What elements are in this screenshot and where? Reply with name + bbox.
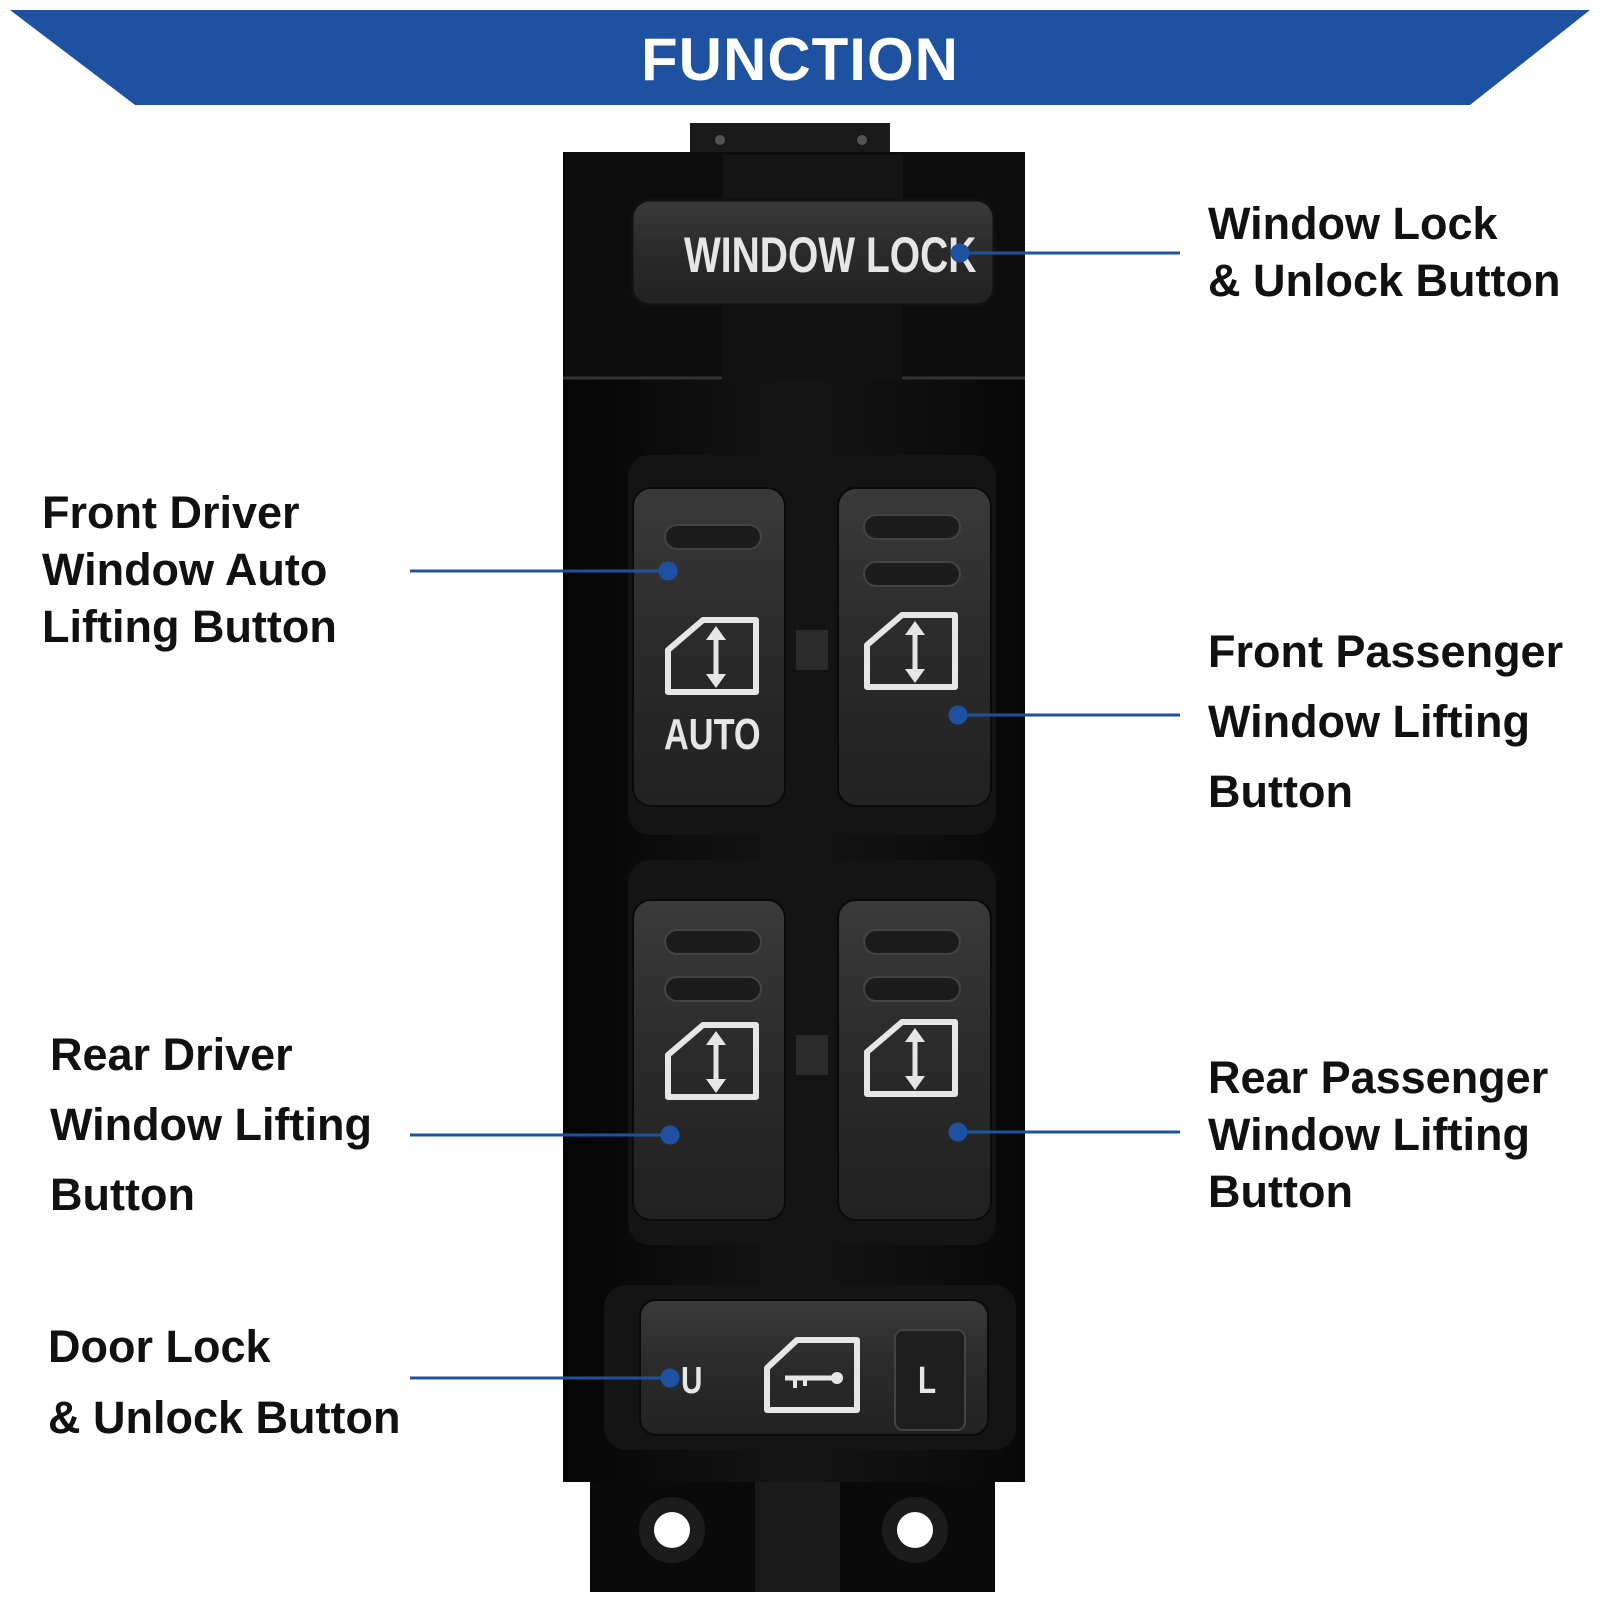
callout-line: & Unlock Button <box>48 1392 401 1443</box>
leader-dot <box>950 243 970 263</box>
window-up-down-icon <box>665 617 759 695</box>
banner-shape <box>10 10 1590 105</box>
mount-hole-right <box>897 1512 933 1548</box>
callout-line: Front Passenger <box>1208 626 1564 677</box>
callout-line: Button <box>1208 766 1353 817</box>
rear-passenger-grip-ridge <box>863 929 961 955</box>
callout-front-passenger: Front Passenger Window Lifting Button <box>1208 617 1563 827</box>
leader-dot <box>948 705 968 725</box>
page-title: FUNCTION <box>641 26 959 93</box>
callout-line: Button <box>50 1169 195 1220</box>
door-unlock-imprint: U <box>681 1360 703 1402</box>
rocker-separator <box>796 630 828 670</box>
callout-line: Lifting Button <box>42 601 337 652</box>
callout-line: Door Lock <box>48 1321 271 1372</box>
rear-driver-grip-ridge <box>664 929 762 955</box>
leader-dot <box>948 1122 968 1142</box>
lock-button-stem <box>722 305 902 380</box>
callout-door-lock: Door Lock & Unlock Button <box>48 1311 400 1453</box>
leader-dot <box>658 561 678 581</box>
rear-driver-grip-ridge <box>664 976 762 1002</box>
auto-imprint: AUTO <box>664 710 761 759</box>
window-up-down-icon <box>864 1019 958 1097</box>
callout-line: Window Lifting <box>50 1099 372 1150</box>
callout-front-driver: Front Driver Window Auto Lifting Button <box>42 484 337 655</box>
rear-passenger-grip-ridge <box>863 976 961 1002</box>
callout-line: Window Auto <box>42 544 328 595</box>
front-passenger-grip-ridge <box>863 561 961 587</box>
callout-rear-passenger: Rear Passenger Window Lifting Button <box>1208 1049 1548 1220</box>
tab-screw-right <box>857 135 867 145</box>
front-passenger-grip-ridge <box>863 514 961 540</box>
window-up-down-icon <box>665 1022 759 1100</box>
callout-line: & Unlock Button <box>1208 255 1561 306</box>
door-key-icon <box>764 1337 860 1413</box>
rocker-separator <box>796 1035 828 1075</box>
callout-line: Front Driver <box>42 487 300 538</box>
lock-side-pad <box>894 1329 966 1431</box>
front-driver-grip-ridge <box>664 524 762 550</box>
callout-line: Button <box>1208 1166 1353 1217</box>
window-up-down-icon <box>864 612 958 690</box>
callout-line: Window Lifting <box>1208 1109 1530 1160</box>
header-banner: FUNCTION <box>0 0 1600 110</box>
window-lock-imprint: WINDOW LOCK <box>684 227 977 283</box>
callout-line: Window Lifting <box>1208 696 1530 747</box>
callout-line: Rear Passenger <box>1208 1052 1549 1103</box>
tab-screw-left <box>715 135 725 145</box>
callout-rear-driver: Rear Driver Window Lifting Button <box>50 1020 372 1230</box>
callout-line: Rear Driver <box>50 1029 293 1080</box>
callout-window-lock: Window Lock & Unlock Button <box>1208 195 1560 309</box>
connector-center <box>755 1482 840 1592</box>
callout-line: Window Lock <box>1208 198 1498 249</box>
leader-dot <box>660 1125 680 1145</box>
leader-dot <box>660 1368 680 1388</box>
mount-hole-left <box>654 1512 690 1548</box>
door-lock-imprint: L <box>918 1360 937 1402</box>
